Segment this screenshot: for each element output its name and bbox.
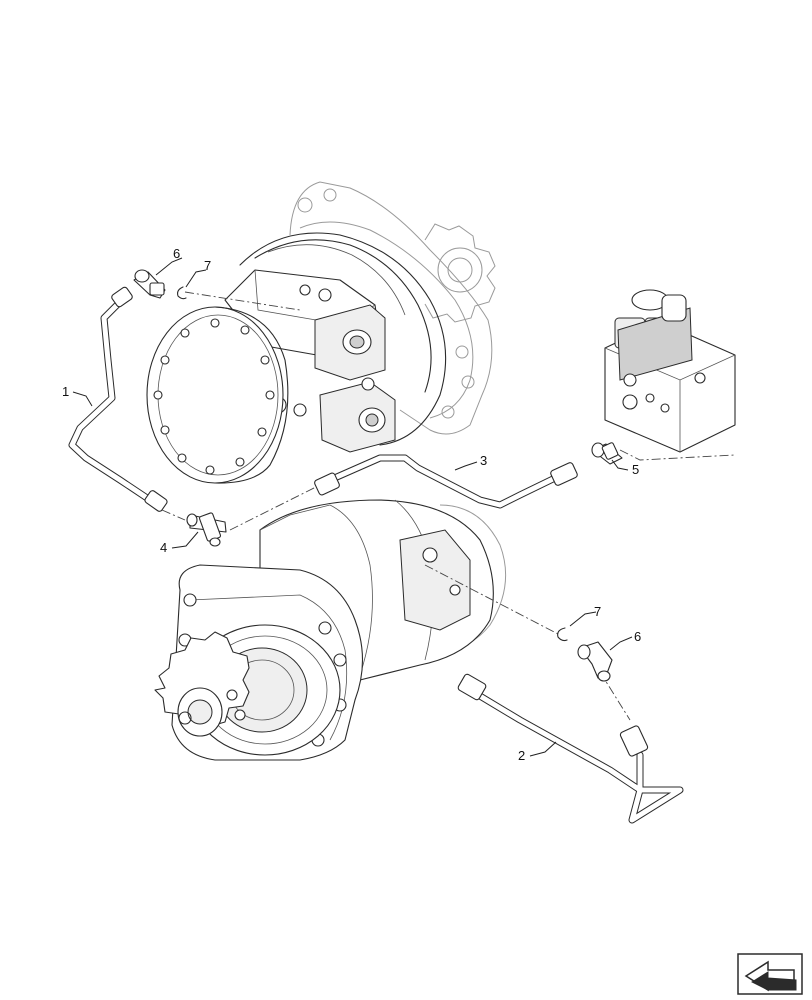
upper-drive-motor xyxy=(146,181,496,484)
o-ring-7-lower xyxy=(557,627,568,642)
lower-drive-motor xyxy=(154,499,507,761)
callout-6-lower: 6 xyxy=(634,629,641,644)
next-page-arrow-icon[interactable] xyxy=(737,953,803,995)
end-cover-bolts xyxy=(153,318,275,475)
lower-sprocket xyxy=(154,631,250,737)
elbow-fitting-6-upper xyxy=(133,269,166,299)
control-valve-block xyxy=(604,289,736,453)
callout-4: 4 xyxy=(160,540,167,555)
callout-5: 5 xyxy=(632,462,639,477)
callout-leaders xyxy=(72,257,633,757)
tee-fitting-4 xyxy=(186,512,227,547)
tube-1 xyxy=(68,286,168,512)
elbow-fitting-6-lower xyxy=(577,641,613,682)
callout-1: 1 xyxy=(62,384,69,399)
callout-2: 2 xyxy=(518,748,525,763)
callout-3: 3 xyxy=(480,453,487,468)
callout-7-lower: 7 xyxy=(594,604,601,619)
connector-fitting-5 xyxy=(591,442,623,465)
callout-7-upper: 7 xyxy=(204,258,211,273)
center-lines xyxy=(161,291,736,721)
o-ring-7-upper xyxy=(177,286,187,300)
upper-sprocket xyxy=(424,223,496,323)
callout-6-upper: 6 xyxy=(173,246,180,261)
tube-3 xyxy=(314,454,578,509)
tube-2 xyxy=(457,673,684,824)
